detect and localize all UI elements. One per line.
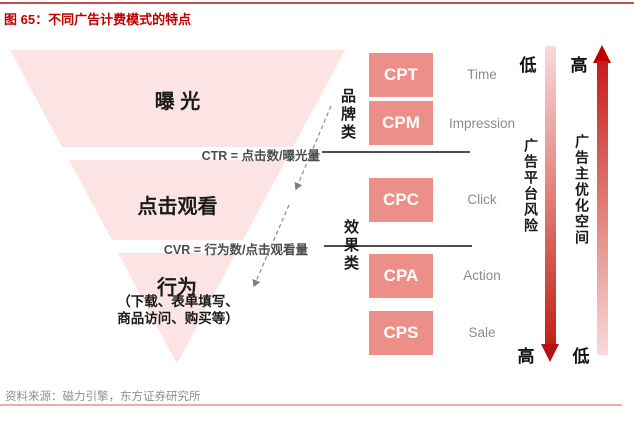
basis-label-click: Click bbox=[467, 192, 497, 207]
figure-title: 图 65：不同广告计费模式的特点 bbox=[4, 12, 192, 27]
risk-gradient-arrow-down-icon bbox=[545, 46, 556, 346]
optimization-arrowhead-up-icon bbox=[593, 45, 611, 63]
basis-label-time: Time bbox=[467, 67, 497, 82]
advertiser-optimization-label: 广告主优化空间 bbox=[574, 134, 590, 246]
top-divider bbox=[0, 2, 634, 4]
ctr-formula: CTR = 点击数/曝光量 bbox=[201, 149, 320, 163]
pricing-box-cps: CPS bbox=[369, 311, 433, 355]
pricing-box-cpm: CPM bbox=[369, 101, 433, 145]
funnel-stage-click bbox=[69, 160, 286, 240]
cvr-divider-line bbox=[324, 245, 472, 247]
footer-divider bbox=[0, 404, 622, 406]
funnel-stage-exposure bbox=[10, 50, 345, 147]
risk-arrowhead-down-icon bbox=[541, 344, 559, 362]
source-note: 资料来源：磁力引擎，东方证券研究所 bbox=[5, 391, 201, 403]
basis-label-impression: Impression bbox=[448, 116, 516, 131]
pricing-box-cpc: CPC bbox=[369, 178, 433, 222]
click-view-label: 点击观看 bbox=[137, 196, 218, 218]
risk-low-label: 低 bbox=[519, 56, 537, 75]
pricing-box-cpa: CPA bbox=[369, 254, 433, 298]
basis-label-sale: Sale bbox=[468, 325, 496, 340]
basis-label-action: Action bbox=[463, 268, 501, 283]
exposure-label: 曝 光 bbox=[154, 91, 201, 113]
pricing-box-cpt: CPT bbox=[369, 53, 433, 97]
action-sub-line2: 商品访问、购买等） bbox=[117, 311, 239, 326]
action-sub-line1: （下载、表单填写、 bbox=[117, 294, 239, 309]
ctr-divider-line bbox=[322, 151, 470, 153]
risk-high-label: 高 bbox=[517, 347, 535, 366]
optimization-high-label: 高 bbox=[570, 56, 588, 75]
action-sub-label: （下载、表单填写、 商品访问、购买等） bbox=[80, 293, 276, 327]
effect-category-label: 效果类 bbox=[342, 219, 359, 273]
optimization-low-label: 低 bbox=[572, 347, 590, 366]
optimization-gradient-arrow-up-icon bbox=[597, 61, 608, 355]
action-label: 行为 bbox=[157, 277, 197, 299]
cvr-formula: CVR = 行为数/点击观看量 bbox=[163, 243, 308, 257]
platform-risk-label: 广告平台风险 bbox=[523, 138, 539, 234]
brand-category-label: 品牌类 bbox=[339, 88, 356, 142]
